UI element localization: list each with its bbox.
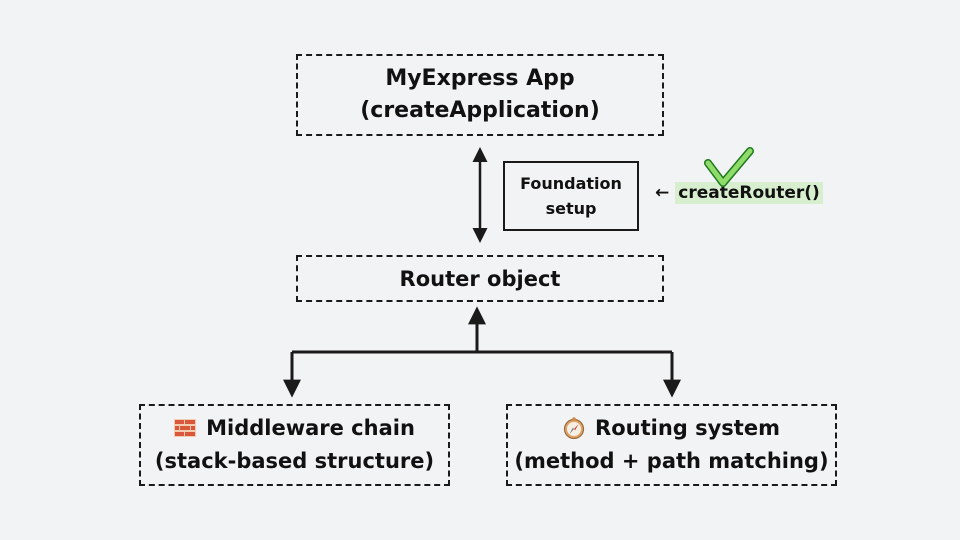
routing-title: Routing system xyxy=(595,416,780,440)
middleware-subtitle: (stack-based structure) xyxy=(154,449,435,473)
brick-icon xyxy=(174,419,197,437)
foundation-line2: setup xyxy=(545,199,597,218)
create-router-annotation: ← createRouter() xyxy=(655,182,823,204)
left-arrow-icon: ← xyxy=(655,183,670,203)
router-label: Router object xyxy=(399,266,561,291)
middleware-title: Middleware chain xyxy=(206,416,415,440)
compass-icon xyxy=(563,417,585,439)
router-node: Router object xyxy=(296,255,664,302)
middleware-title-row: Middleware chain xyxy=(174,412,415,445)
routing-subtitle: (method + path matching) xyxy=(514,449,829,473)
middleware-node: Middleware chain (stack-based structure) xyxy=(139,404,450,486)
app-subtitle: (createApplication) xyxy=(360,98,600,123)
checkmark-icon xyxy=(704,147,754,187)
routing-title-row: Routing system xyxy=(563,412,780,445)
foundation-node: Foundation setup xyxy=(503,161,639,231)
foundation-line1: Foundation xyxy=(520,174,622,193)
routing-node: Routing system (method + path matching) xyxy=(506,404,837,486)
create-router-label: createRouter() xyxy=(675,182,823,204)
app-title: MyExpress App xyxy=(385,66,575,91)
app-node: MyExpress App (createApplication) xyxy=(296,54,664,136)
